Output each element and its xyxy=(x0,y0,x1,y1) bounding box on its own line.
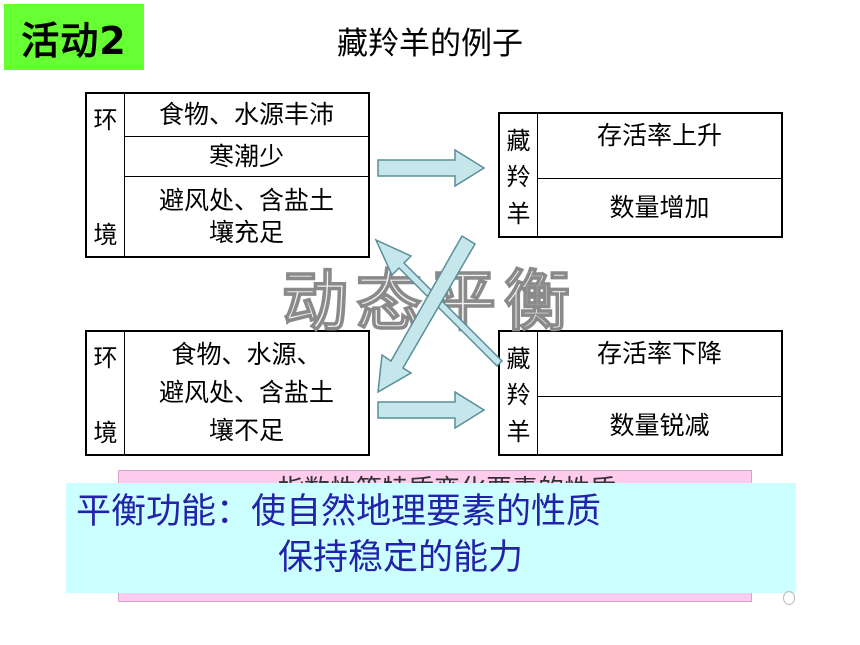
top-env-cell-cold: 寒潮少 xyxy=(125,136,368,176)
top-environment-box: 环 境 食物、水源丰沛 寒潮少 避风处、含盐土 壤充足 xyxy=(85,92,370,258)
slide-marker-icon xyxy=(783,591,795,605)
side-char: 藏 xyxy=(506,126,531,155)
balance-function-summary: 平衡功能：使自然地理要素的性质 保持稳定的能力 xyxy=(66,483,796,593)
bottom-environment-box: 环 境 食物、水源、 避风处、含盐土 壤不足 xyxy=(85,330,370,456)
summary-line-2: 保持稳定的能力 xyxy=(278,538,524,578)
side-char: 羊 xyxy=(506,200,531,229)
top-antelope-box: 藏 羚 羊 存活率上升 数量增加 xyxy=(498,112,783,238)
bottom-antelope-cell-population: 数量锐减 xyxy=(538,396,781,454)
bottom-environment-side-label: 环 境 xyxy=(87,332,125,454)
side-char: 环 xyxy=(93,344,118,372)
bottom-env-cell-insufficient: 食物、水源、 避风处、含盐土 壤不足 xyxy=(158,340,334,445)
top-antelope-cell-population: 数量增加 xyxy=(538,178,781,236)
arrow-bottom-right-icon xyxy=(377,390,486,430)
side-char: 羊 xyxy=(506,418,531,447)
slide-title: 藏羚羊的例子 xyxy=(337,26,523,62)
top-antelope-cell-survival: 存活率上升 xyxy=(596,121,722,150)
side-char: 羚 xyxy=(506,163,531,192)
bottom-antelope-side-label: 藏 羚 羊 xyxy=(500,332,538,454)
arrow-diagonal-down-left-icon xyxy=(377,234,477,394)
top-env-cell-food: 食物、水源丰沛 xyxy=(158,100,334,129)
partially-hidden-text: …指数性等特质变化要素的性质 xyxy=(118,470,750,486)
arrow-top-right-icon xyxy=(377,148,486,188)
summary-line-1: 平衡功能：使自然地理要素的性质 xyxy=(76,492,602,532)
bottom-antelope-cell-survival: 存活率下降 xyxy=(596,339,722,368)
top-antelope-side-label: 藏 羚 羊 xyxy=(500,114,538,236)
activity-badge: 活动2 xyxy=(4,4,144,70)
side-char: 境 xyxy=(93,221,118,249)
top-env-cell-shelter: 避风处、含盐土 壤充足 xyxy=(125,176,368,256)
top-environment-side-label: 环 境 xyxy=(87,94,125,256)
side-char: 境 xyxy=(93,419,118,447)
side-char: 藏 xyxy=(506,344,531,373)
side-char: 羚 xyxy=(506,381,531,410)
bottom-antelope-box: 藏 羚 羊 存活率下降 数量锐减 xyxy=(498,330,783,456)
side-char: 环 xyxy=(93,106,118,134)
